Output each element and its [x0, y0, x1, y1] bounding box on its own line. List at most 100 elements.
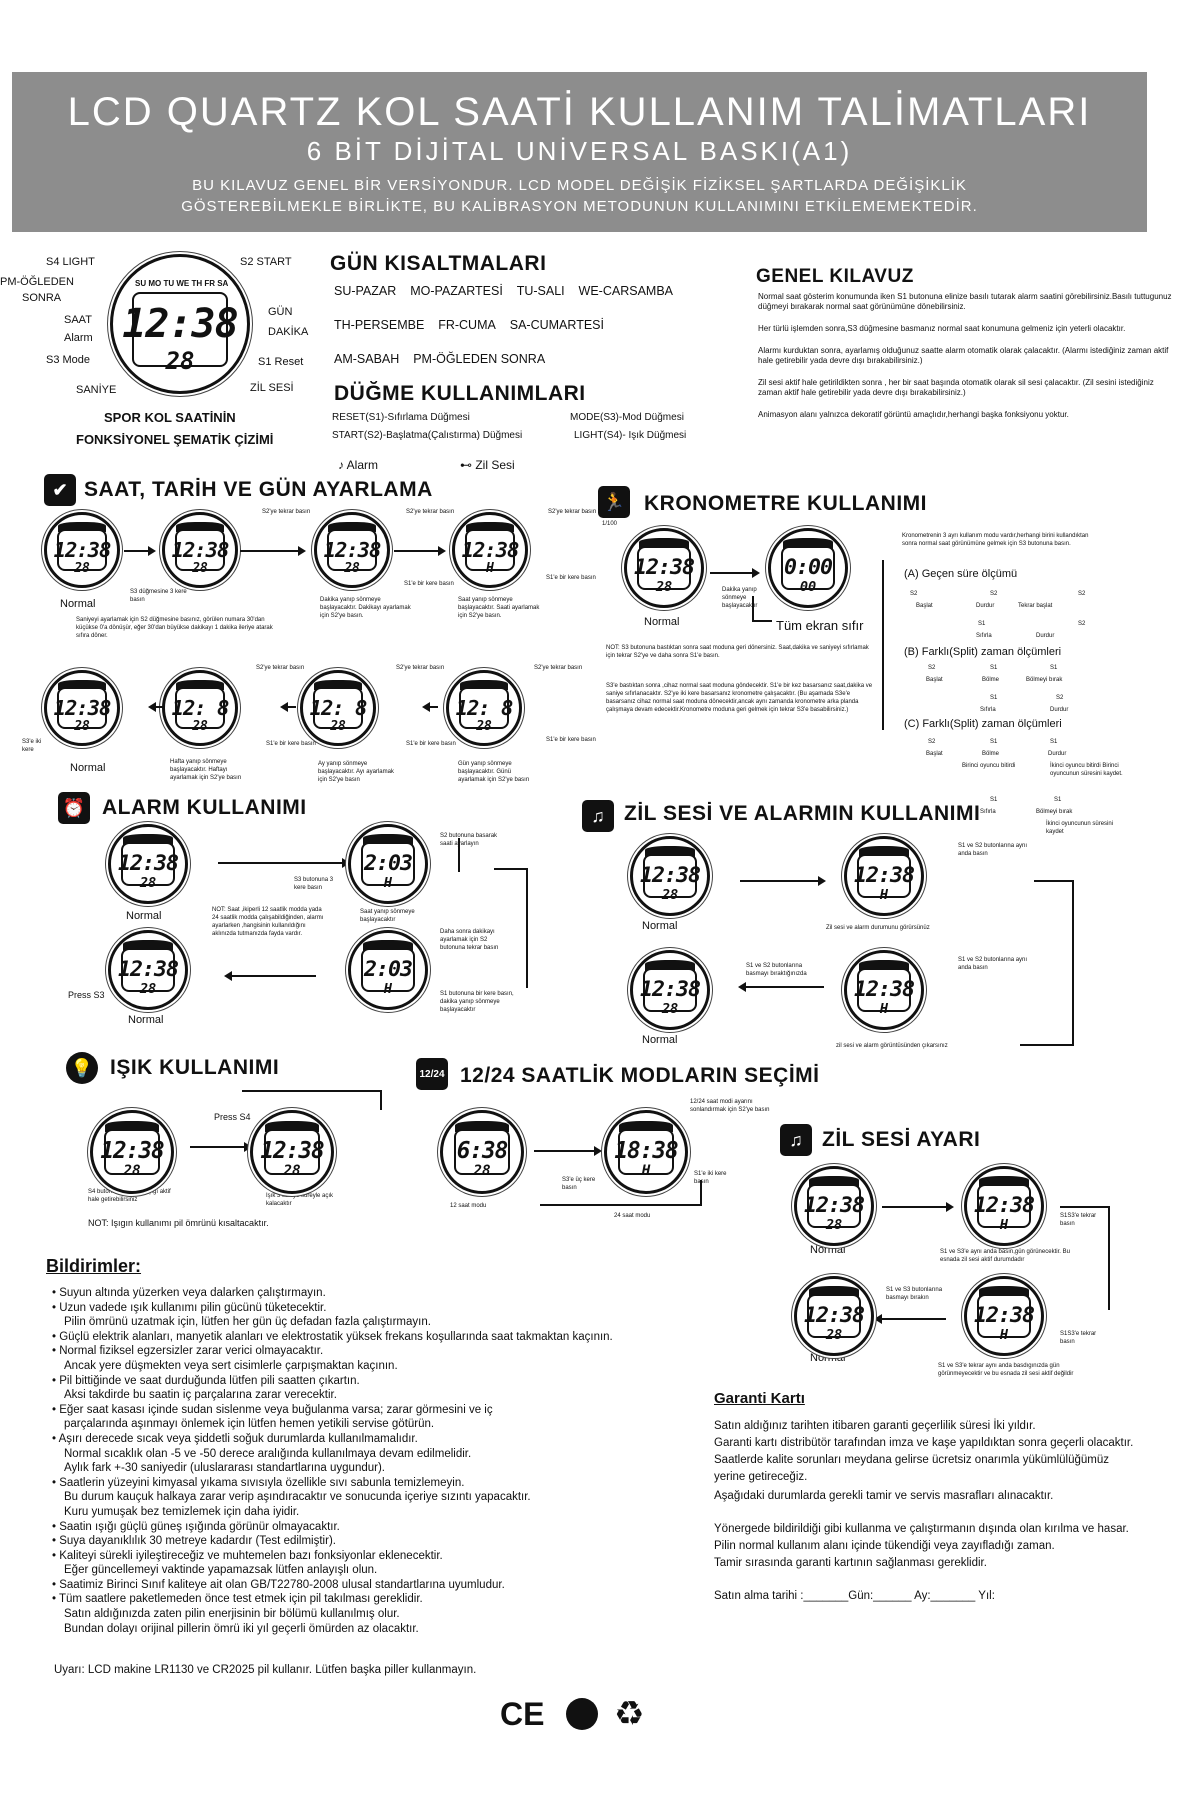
chrono-flow-label: S1: [1054, 797, 1062, 803]
button-light-desc: LIGHT(S4)- Işık Düğmesi: [574, 430, 687, 441]
runner-icon: 🏃: [598, 486, 630, 518]
mode-note: 12/24 saat modi ayarını sonlandırmak içi…: [690, 1099, 770, 1113]
label-s4-light: S4 LIGHT: [46, 256, 95, 268]
watch-date: H: [999, 1217, 1009, 1233]
schematic-watch: SU MO TU WE TH FR SA 12:38 28: [110, 254, 250, 394]
watch-date: H: [383, 981, 393, 997]
watch-time: 12:38: [461, 537, 520, 562]
watch-date: H: [879, 887, 889, 903]
note-item: Satın aldığınızda zaten pilin enerjisini…: [64, 1608, 400, 1621]
normal-label: Normal: [126, 910, 162, 922]
schematic-diagram: SU MO TU WE TH FR SA 12:38 28 S4 LIGHT S…: [0, 248, 330, 458]
green-dot-icon: [566, 1698, 598, 1730]
time-note: S2'ye tekrar basın: [406, 509, 455, 515]
watch-date: 28: [661, 1001, 679, 1017]
warranty-line: yerine getireceğiz.: [714, 1471, 808, 1483]
alarm-note: S2 butonuna basarak saati ayarlayın: [440, 833, 498, 847]
mode-1224-title: 12/24 SAATLİK MODLARIN SEÇİMİ: [460, 1064, 820, 1087]
watch-time: 0:00: [783, 555, 833, 580]
chime-icon: ♫: [582, 800, 614, 832]
time-note: S1'e bir kere basın: [546, 737, 596, 743]
chrono-flow-label: Tekrar başlat: [1018, 603, 1053, 609]
chrono-note: S3'e bastıktan sonra ,cihaz normal saat …: [606, 683, 873, 713]
warranty-line: Yönergede bildirildiği gibi kullanma ve …: [714, 1523, 1129, 1535]
ce-logo: CE: [500, 1696, 545, 1732]
alarm-note: NOT: Saat ,ikiperli 12 saatlik modda yad…: [212, 907, 324, 937]
normal-label: Normal: [70, 762, 106, 774]
watch-time: 12:38: [973, 1193, 1035, 1218]
warranty-body: Satın aldığınız tarihten itibaren garant…: [714, 1418, 1184, 1605]
schematic-time: 12:38: [122, 301, 238, 347]
notes-list: • Suyun altında yüzerken veya dalarken ç…: [52, 1286, 702, 1636]
time-note: S1'e bir kere basın: [404, 581, 454, 587]
note-item: • Eğer saat kasası içinde sudan sislenme…: [52, 1403, 493, 1416]
chime-set-note: S1S3'e tekrar basın: [1060, 1331, 1097, 1345]
legend-alarm: ♪ Alarm: [338, 458, 379, 472]
watch-time: 18:38: [614, 1138, 678, 1165]
time-note: S2'ye tekrar basın: [534, 665, 583, 671]
press-label: Press S3: [68, 990, 105, 1000]
guide-list: Normal saat gösterim konumunda iken S1 b…: [758, 292, 1178, 420]
chrono-flow-label: S2: [928, 665, 936, 671]
chrono-intro: Kronometrenin 3 ayrı kullanım modu vardı…: [902, 533, 1089, 547]
chrono-flow-label: Bölmeyi bırak: [1036, 809, 1073, 815]
notes-title: Bildirimler:: [46, 1256, 142, 1276]
alarm-note: Daha sonra dakikayı ayarlamak için S2 bu…: [440, 929, 499, 951]
chime-note: Zil sesi ve alarm durumunu görürsünüz: [826, 925, 930, 931]
watch-time: 12:38: [53, 537, 112, 562]
chrono-flow-label: S1: [990, 695, 998, 701]
time-note: S2'ye tekrar basın: [262, 509, 311, 515]
chrono-flow-label: S1: [1050, 739, 1058, 745]
warranty-line: Satın aldığınız tarihten itibaren garant…: [714, 1420, 1036, 1432]
watch-date: 28: [473, 1163, 491, 1180]
chrono-flow-label: S1: [990, 797, 998, 803]
watch-time: 12:38: [803, 1193, 865, 1218]
alarm-note: S3 butonuna 3 kere basın: [294, 877, 334, 891]
legend-zil: ⊷ Zil Sesi: [460, 458, 515, 472]
note-item: • Saatlerin yüzeyini kimyasal yıkama sıv…: [52, 1476, 465, 1489]
flow-arrow: [240, 546, 306, 556]
chrono-flow-label: S2: [1078, 621, 1086, 627]
watch-date: 28: [123, 1163, 141, 1180]
watch-time: 12: 8: [309, 695, 368, 720]
mode-1224-icon: 12/24: [416, 1058, 448, 1090]
chrono-flow-label: Durdur: [1048, 751, 1067, 757]
watch-time: 12:38: [853, 863, 915, 888]
label-pm: PM-ÖĞLEDEN: [0, 276, 74, 288]
watch-date: 28: [139, 981, 157, 997]
note-item: Aksi takdirde bu saatin iç parçalarına z…: [64, 1389, 337, 1402]
note-item: Eğer güncellemeyi vaktinde yapamazsak lü…: [64, 1564, 378, 1577]
chrono-flow-label: Durdur: [1050, 707, 1069, 713]
alarm-title: ALARM KULLANIMI: [102, 796, 307, 819]
days-title: GÜN KISALTMALARI: [330, 252, 547, 275]
flow-arrow: [148, 702, 164, 712]
note-item: Pilin ömrünü uzatmak için, lütfen her gü…: [64, 1316, 431, 1329]
note-item: • Saatimiz Birinci Sınıf kaliteye ait ol…: [52, 1578, 505, 1591]
chrono-flow-label: Sıfırla: [980, 707, 996, 713]
note-item: • Saatin ışığı güçlü güneş ışığında görü…: [52, 1520, 340, 1533]
time-note: Dakika yanıp sönmeye başlayacaktır. Daki…: [320, 597, 411, 619]
watch-time: 12:38: [117, 851, 179, 876]
watch-time: 12:38: [853, 977, 915, 1002]
warranty-line: Aşağıdaki durumlarda gerekli tamir ve se…: [714, 1490, 1054, 1502]
full-zero-label: Tüm ekran sıfır: [776, 618, 864, 633]
watch-date: 28: [192, 718, 208, 734]
guide-item: Animasyon alanı yalnızca dekoratif görün…: [758, 410, 1069, 419]
chime-title: ZİL SESİ VE ALARMIN KULLANIMI: [624, 802, 981, 825]
chime-note: S1 ve S2 butonlarına aynı anda basın: [958, 843, 1028, 857]
chrono-flow-label: İkinci oyuncu bitirdi Birinci oyuncunun …: [1050, 763, 1123, 777]
chrono-mode-b: (B) Farklı(Split) zaman ölçümleri: [904, 646, 1062, 658]
recycle-icon: ♻: [614, 1695, 645, 1733]
note-item: • Uzun vadede ışık kullanımı pilin gücün…: [52, 1301, 327, 1314]
note-item: • Tüm saatlere paketlemeden önce test et…: [52, 1593, 423, 1606]
schematic-caption-1: SPOR KOL SAATİNİN: [104, 410, 236, 425]
chime-set-note: S1 ve S3'e tekrar aynı anda basdıgınızda…: [938, 1363, 1074, 1377]
light-note: Işık 3 saniye süreyle açık kalacaktır: [266, 1193, 334, 1207]
chime-note: zil sesi ve alarm görüntüsünden çıkarsın…: [836, 1043, 948, 1049]
label-alarm: Alarm: [64, 332, 93, 344]
